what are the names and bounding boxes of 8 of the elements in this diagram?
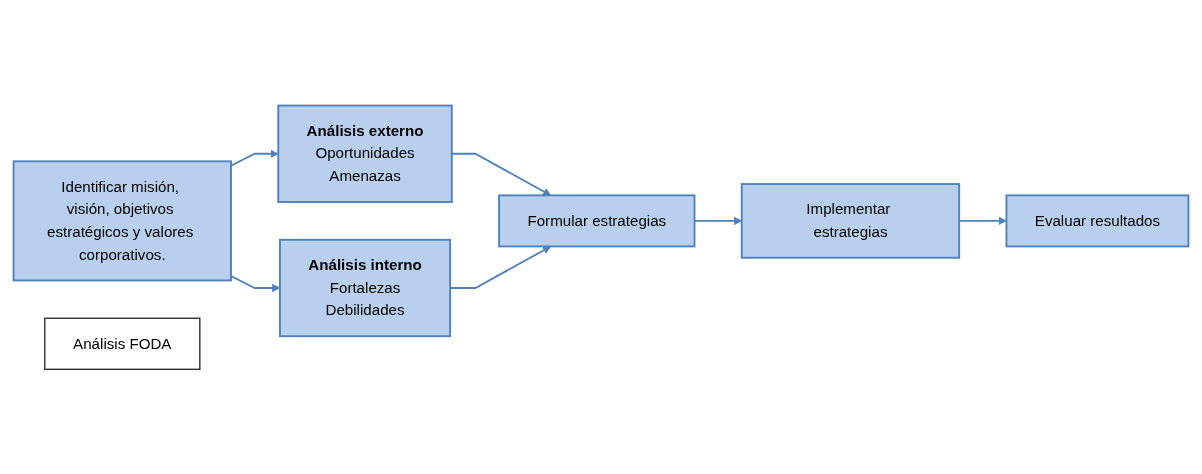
- node-box: Formular estrategias: [498, 194, 696, 247]
- node-box: Análisis externo Oportunidades Amenazas: [277, 104, 453, 203]
- node-box: Implementar estrategias: [740, 182, 961, 259]
- node-box: Análisis interno Fortalezas Debilidades: [279, 238, 452, 337]
- node-box: Análisis FODA: [44, 317, 201, 370]
- arrow: [230, 149, 279, 167]
- node-box: Evaluar resultados: [1005, 194, 1190, 247]
- node-box: Identificar misión, visión, objetivos estratégicos y valores corporativos.: [12, 159, 232, 281]
